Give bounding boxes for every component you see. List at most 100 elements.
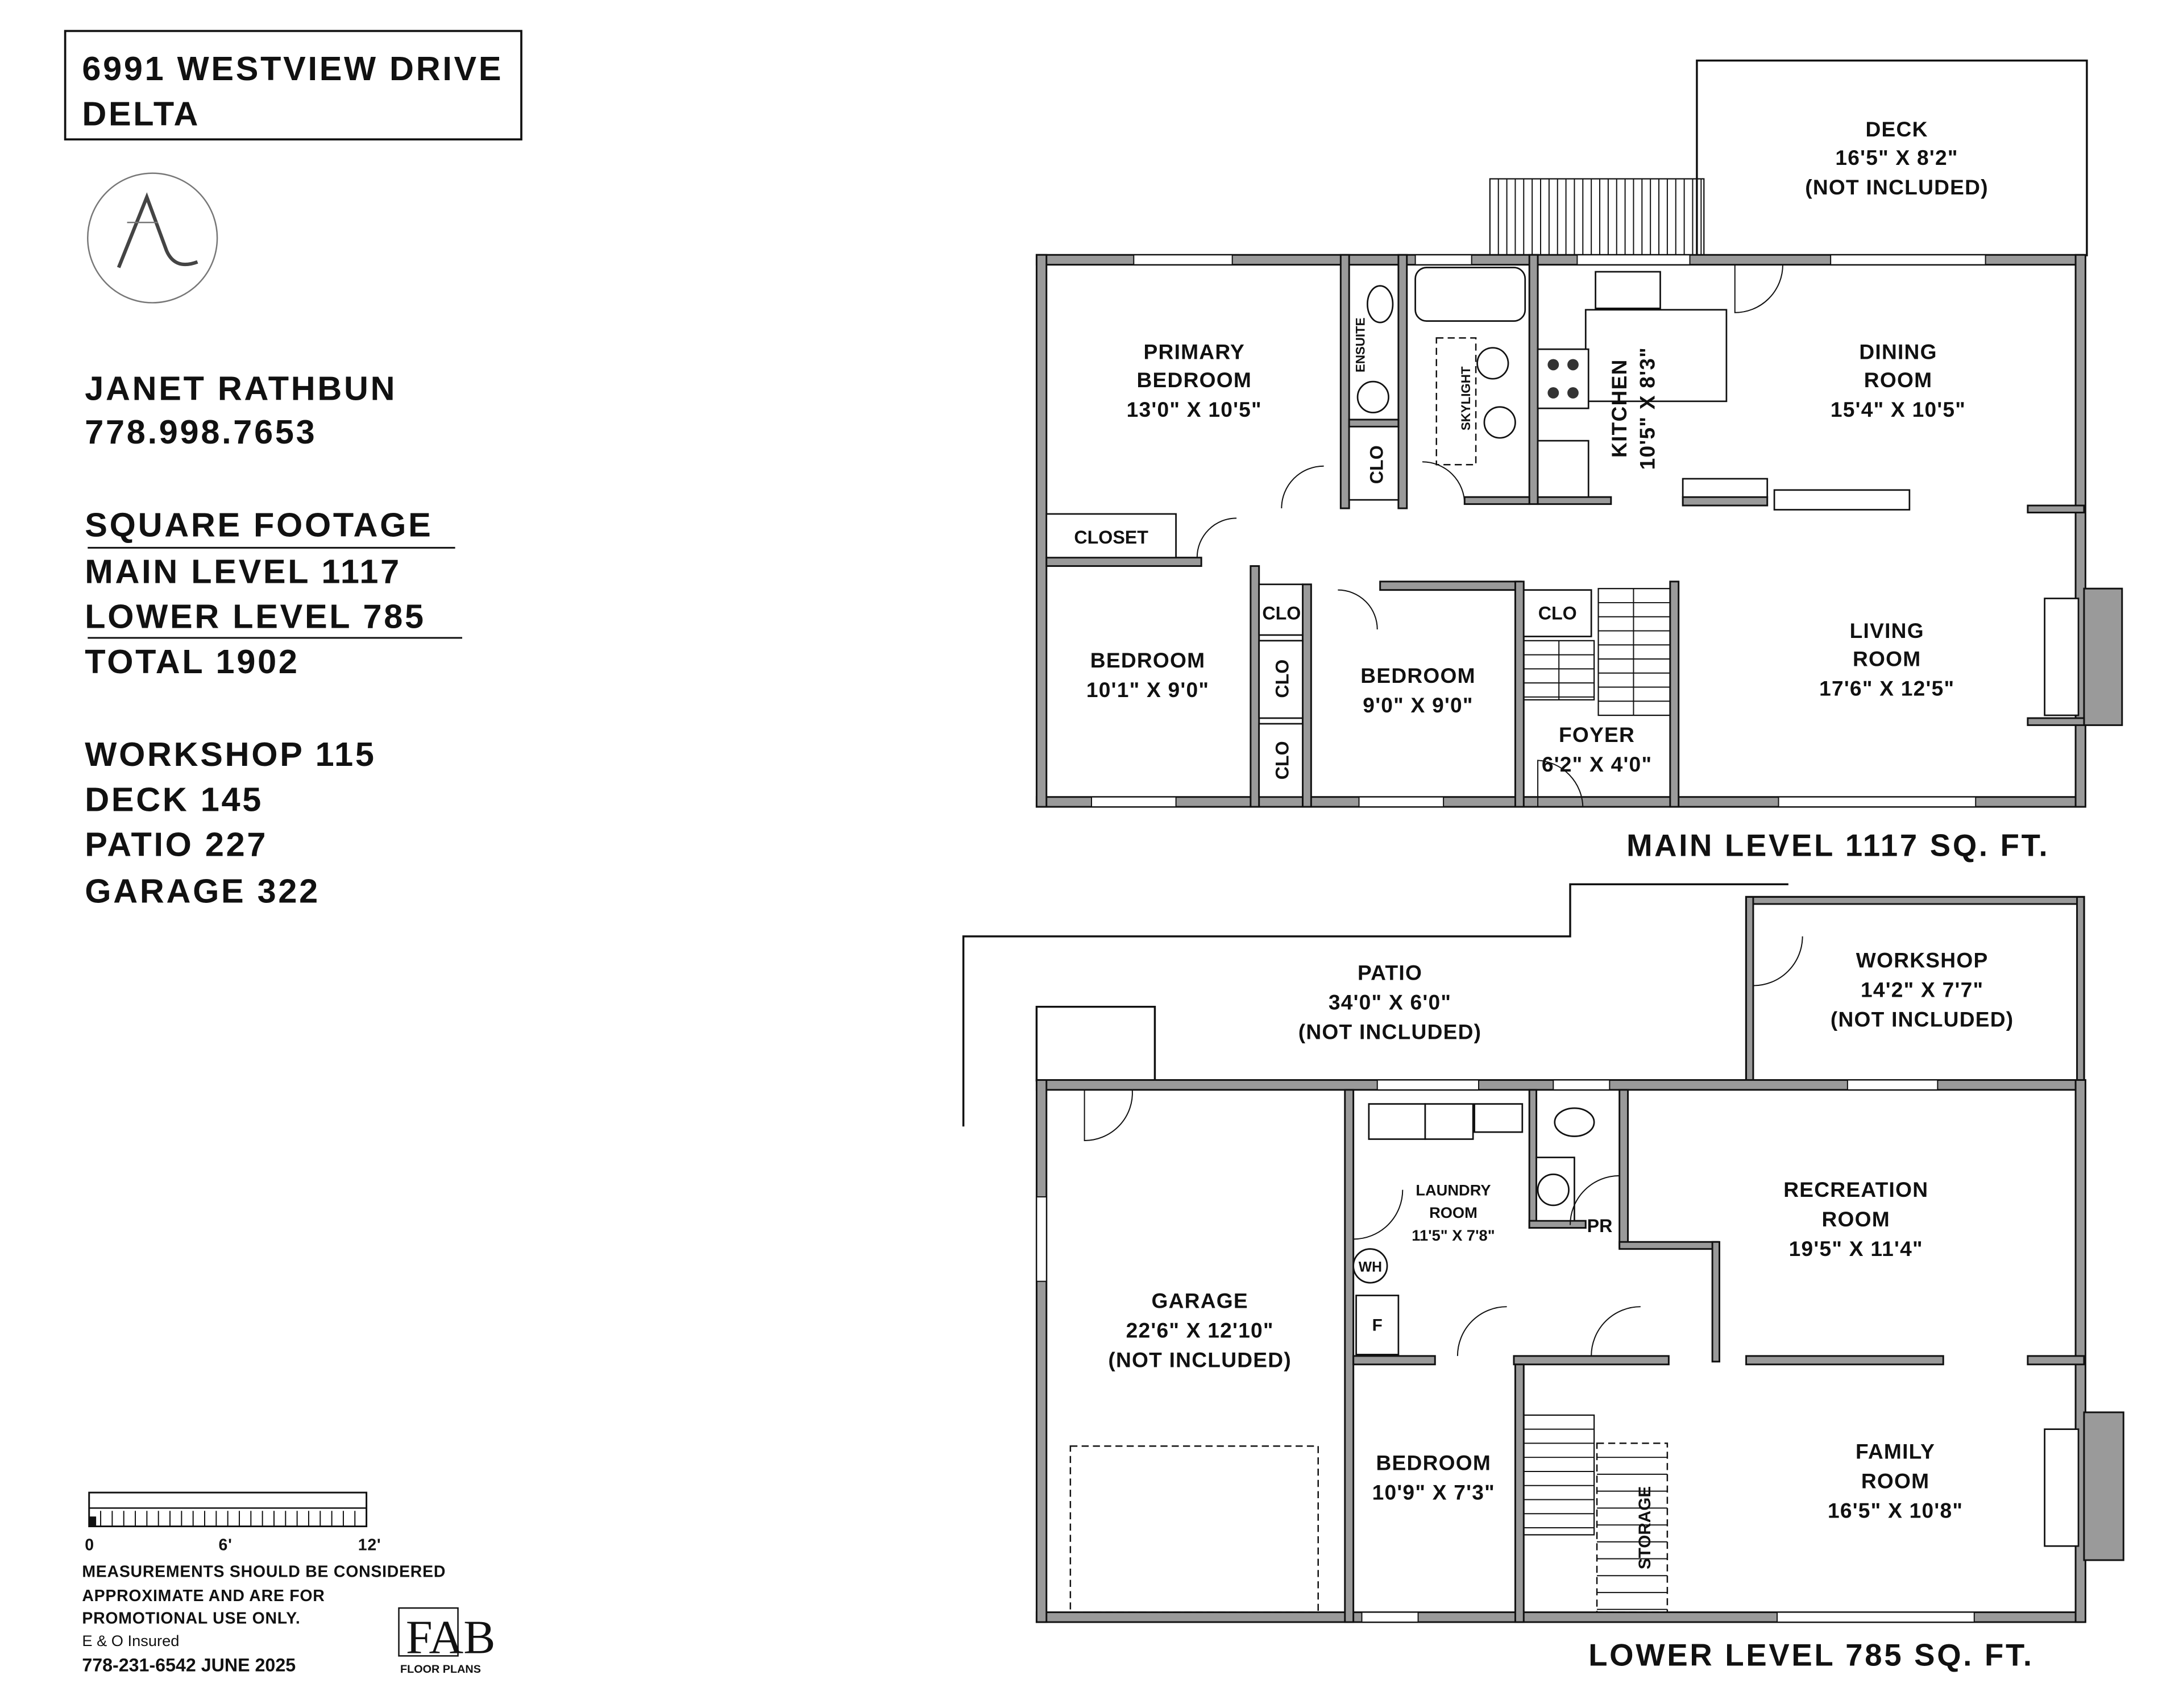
fab-logo: FAB FLOOR PLANS bbox=[398, 1607, 496, 1676]
primary-bedroom-label2: BEDROOM bbox=[1137, 368, 1252, 392]
wall bbox=[1745, 896, 1754, 1083]
fab-logo-text: FAB bbox=[406, 1611, 496, 1664]
wall bbox=[1618, 1241, 1719, 1250]
primary-bedroom-label: PRIMARY bbox=[1144, 340, 1245, 364]
toilet bbox=[1476, 347, 1509, 380]
closet-box bbox=[1045, 513, 1177, 559]
wall bbox=[1711, 1241, 1721, 1363]
address-line1: 6991 WESTVIEW DRIVE bbox=[82, 49, 503, 88]
dining-room-label: DINING bbox=[1859, 340, 1937, 364]
bedroom-dims: 10'1" X 9'0" bbox=[1086, 678, 1209, 702]
sink bbox=[1356, 380, 1389, 413]
wall bbox=[1528, 1220, 1587, 1229]
sqft-lower: LOWER LEVEL 785 bbox=[85, 598, 425, 636]
furnace bbox=[1355, 1295, 1400, 1355]
kitchen-sink bbox=[1595, 271, 1661, 309]
info-panel: 6991 WESTVIEW DRIVE DELTA JANET RATHBUN … bbox=[64, 30, 522, 1676]
closet-label: CLOSET bbox=[1074, 527, 1148, 548]
counter bbox=[1773, 489, 1911, 511]
bathtub bbox=[1414, 267, 1526, 322]
laundry-room-label2: ROOM bbox=[1429, 1204, 1478, 1221]
deck-outline bbox=[1696, 59, 2088, 256]
clo-box bbox=[1258, 583, 1304, 636]
fireplace-chimney bbox=[2083, 1411, 2124, 1561]
stove bbox=[1537, 348, 1589, 409]
clo-label: CLO bbox=[1538, 603, 1577, 624]
door-swing bbox=[1734, 264, 1783, 313]
main-level-plan: DECK 16'5" X 8'2" (NOT INCLUDED) PRIMARY… bbox=[1035, 59, 2123, 863]
sqft-workshop: WORKSHOP 115 bbox=[85, 735, 376, 773]
wall bbox=[1348, 418, 1400, 428]
sqft-garage: GARAGE 322 bbox=[85, 872, 320, 910]
agent-phone: 778.998.7653 bbox=[85, 413, 317, 451]
window bbox=[1576, 254, 1691, 266]
address-box bbox=[64, 30, 522, 141]
counter bbox=[1584, 309, 1728, 403]
wall bbox=[1514, 581, 1525, 808]
door-swing bbox=[1196, 517, 1237, 558]
kitchen-label: KITCHEN bbox=[1607, 359, 1631, 458]
lower-stairs bbox=[1523, 1414, 1669, 1613]
clo-box bbox=[1522, 589, 1592, 637]
insured-text: E & O Insured bbox=[82, 1632, 179, 1649]
bedroom-dims: 9'0" X 9'0" bbox=[1363, 693, 1473, 717]
ensuite-label: ENSUITE bbox=[1353, 317, 1367, 372]
foyer-label: FOYER bbox=[1559, 723, 1635, 747]
front-door bbox=[1537, 760, 1584, 807]
deck-stairs bbox=[1489, 178, 1705, 257]
deck-label: DECK bbox=[1865, 117, 1928, 141]
window bbox=[1777, 1611, 1975, 1623]
sink bbox=[1537, 1174, 1570, 1207]
clo-box bbox=[1258, 640, 1304, 719]
living-room-label: LIVING bbox=[1850, 619, 1924, 642]
deck-dims: 16'5" X 8'2" bbox=[1835, 146, 1958, 169]
wall bbox=[1339, 254, 1350, 509]
wall bbox=[2076, 896, 2085, 1083]
window bbox=[1036, 1196, 1047, 1282]
wall bbox=[1463, 496, 1530, 505]
primary-bedroom-dims: 13'0" X 10'5" bbox=[1127, 397, 1262, 421]
fridge bbox=[1537, 440, 1589, 498]
garage-label: GARAGE bbox=[1151, 1289, 1248, 1313]
patio-dims: 34'0" X 6'0" bbox=[1329, 990, 1451, 1014]
wall bbox=[1344, 1089, 1355, 1623]
wall bbox=[1745, 1355, 1944, 1366]
recreation-room-label: RECREATION bbox=[1783, 1178, 1928, 1201]
wall bbox=[1035, 254, 1048, 808]
window bbox=[1361, 1611, 1419, 1623]
scale-tick-6: 6' bbox=[219, 1536, 233, 1554]
skylight-label: SKYLIGHT bbox=[1459, 366, 1473, 430]
window bbox=[1778, 796, 1977, 808]
window bbox=[1553, 1079, 1611, 1091]
wall bbox=[1035, 1079, 1048, 1623]
fab-logo-sub: FLOOR PLANS bbox=[400, 1663, 481, 1676]
clo-label: CLO bbox=[1367, 445, 1387, 484]
door-swing bbox=[1084, 1089, 1133, 1141]
main-level-title: MAIN LEVEL 1117 SQ. FT. bbox=[1626, 828, 2049, 863]
window bbox=[1376, 1079, 1480, 1091]
main-stairs bbox=[1523, 588, 1671, 716]
agent-name: JANET RATHBUN bbox=[85, 369, 397, 407]
wall bbox=[2027, 1355, 2085, 1366]
storage-label: STORAGE bbox=[1636, 1486, 1654, 1569]
window bbox=[1830, 254, 1986, 266]
patio-label: PATIO bbox=[1358, 961, 1422, 985]
lower-level-title: LOWER LEVEL 785 SQ. FT. bbox=[1588, 1638, 2034, 1673]
storage-outline bbox=[1596, 1442, 1669, 1613]
patio-note: (NOT INCLUDED) bbox=[1298, 1020, 1482, 1044]
laundry-room-label: LAUNDRY bbox=[1416, 1181, 1491, 1199]
wall bbox=[1745, 896, 2085, 905]
patio-outline bbox=[962, 883, 1788, 1127]
fireplace bbox=[2044, 598, 2080, 716]
wall bbox=[1682, 496, 1769, 507]
laundry-sink bbox=[1474, 1103, 1524, 1133]
entry-box bbox=[1035, 1005, 1156, 1081]
sqft-patio: PATIO 227 bbox=[85, 826, 268, 864]
contact-date: 778-231-6542 JUNE 2025 bbox=[82, 1655, 296, 1676]
door-swing bbox=[1338, 589, 1378, 629]
garage-note: (NOT INCLUDED) bbox=[1108, 1348, 1292, 1372]
sqft-heading: SQUARE FOOTAGE bbox=[85, 506, 433, 544]
window bbox=[1091, 796, 1177, 808]
window bbox=[1414, 254, 1472, 266]
